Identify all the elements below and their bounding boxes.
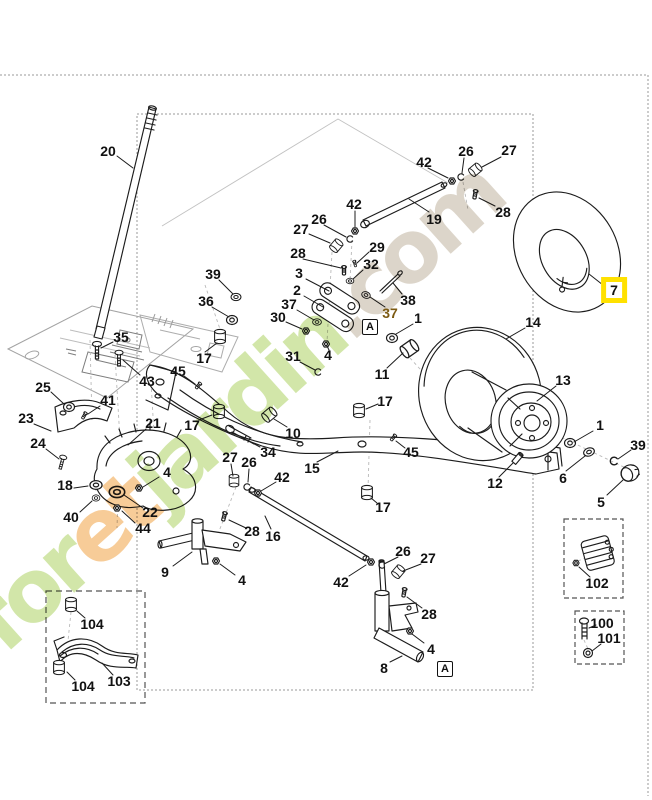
left-spindle-drawing: [157, 518, 247, 565]
page-dotted-frame: [0, 74, 649, 796]
tie-rod-drawing: [248, 486, 370, 562]
inner-tube-drawing: [512, 191, 622, 313]
bolt-nut-detail-drawing: [578, 617, 594, 659]
frame-plate-drawing: [6, 305, 239, 399]
detail-box-100-101: [574, 610, 625, 665]
bellcrank-drawing: [311, 282, 361, 333]
hub-cap-drawing: [620, 464, 640, 482]
right-spindle-drawing: [373, 559, 425, 663]
wheel-rim-drawing: [467, 371, 568, 459]
carriage-bolt-drawing: [225, 424, 255, 445]
valve-stem-drawing: [511, 451, 524, 466]
drag-link-drawing: [360, 181, 448, 229]
drag-bracket-drawing: [53, 636, 139, 669]
spring-part-drawing: [580, 535, 615, 571]
callout-lines: [161, 118, 449, 227]
steering-sector-drawing: [93, 421, 197, 511]
leader-lines: [33, 155, 632, 681]
cotter-pin-drawing: [379, 270, 403, 294]
highlighted-part-label-7[interactable]: 7: [601, 277, 627, 303]
detail-box-103-104: [45, 590, 146, 704]
detail-box-102: [563, 518, 624, 599]
steering-shaft-drawing: [93, 105, 158, 340]
